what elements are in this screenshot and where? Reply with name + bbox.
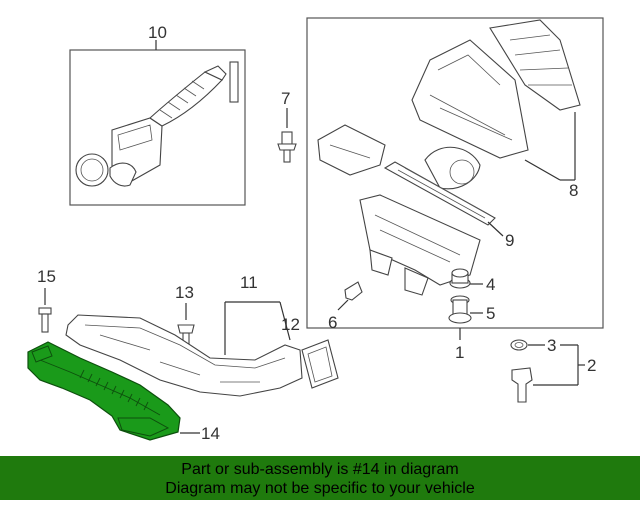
part-1-group[interactable]: 1 8 9 — [306, 17, 604, 362]
callout-11: 11 — [240, 273, 258, 292]
callout-6-leader — [337, 299, 349, 311]
callout-1: 1 — [455, 343, 464, 362]
mount-5-shape — [448, 295, 472, 324]
callout-5: 5 — [486, 304, 495, 323]
lower-housing-shape — [359, 194, 481, 296]
banner-line-1: Part or sub-assembly is #14 in diagram — [181, 461, 459, 478]
upper-housing-8-shape — [411, 19, 581, 159]
callout-3: 3 — [547, 336, 556, 355]
clip-13-shape — [177, 324, 195, 346]
callout-6: 6 — [328, 313, 337, 332]
callout-12: 12 — [281, 315, 300, 334]
callout-9-leader — [487, 221, 504, 237]
info-banner: Part or sub-assembly is #14 in diagram D… — [0, 456, 640, 500]
seal-3-shape — [510, 339, 528, 351]
grommet-4-shape — [449, 268, 471, 289]
part-10-group[interactable]: 10 — [69, 23, 246, 206]
part-11-group[interactable]: 11 — [65, 273, 303, 397]
part-12-group[interactable]: 12 — [281, 315, 339, 389]
duct-11-shape — [65, 314, 303, 397]
callout-8-leader-b — [524, 159, 561, 181]
callout-7: 7 — [281, 89, 290, 108]
duct-14-highlight — [27, 341, 181, 441]
callout-13: 13 — [175, 283, 194, 302]
sensor-2-shape — [511, 367, 533, 403]
part-10-box — [69, 49, 246, 206]
callout-11-leader-c — [279, 301, 291, 341]
part-7-group[interactable]: 7 — [277, 89, 297, 163]
callout-4: 4 — [486, 275, 495, 294]
part-13-group[interactable]: 13 — [175, 283, 195, 346]
callout-14: 14 — [201, 424, 220, 443]
part-1-box — [306, 17, 604, 329]
clip-7-shape — [277, 131, 297, 163]
intake-hose-shape — [75, 61, 239, 187]
diagram-canvas: 10 7 1 — [27, 17, 604, 443]
part-2-3-group[interactable]: 3 2 — [510, 336, 596, 403]
filter-9-shape — [383, 161, 496, 226]
resonator-shape — [317, 124, 481, 190]
callout-2: 2 — [587, 356, 596, 375]
parts-diagram: 10 7 1 — [27, 17, 604, 443]
callout-10: 10 — [148, 23, 167, 42]
part-15-group[interactable]: 15 — [37, 267, 56, 333]
gasket-12-shape — [301, 339, 339, 389]
bolt-15-shape — [38, 307, 52, 333]
banner-line-2: Diagram may not be specific to your vehi… — [165, 480, 475, 497]
callout-15: 15 — [37, 267, 56, 286]
callout-9: 9 — [505, 231, 514, 250]
callout-8: 8 — [569, 181, 578, 200]
part-14-group[interactable]: 14 — [27, 341, 220, 443]
bracket-6-shape — [344, 281, 363, 301]
